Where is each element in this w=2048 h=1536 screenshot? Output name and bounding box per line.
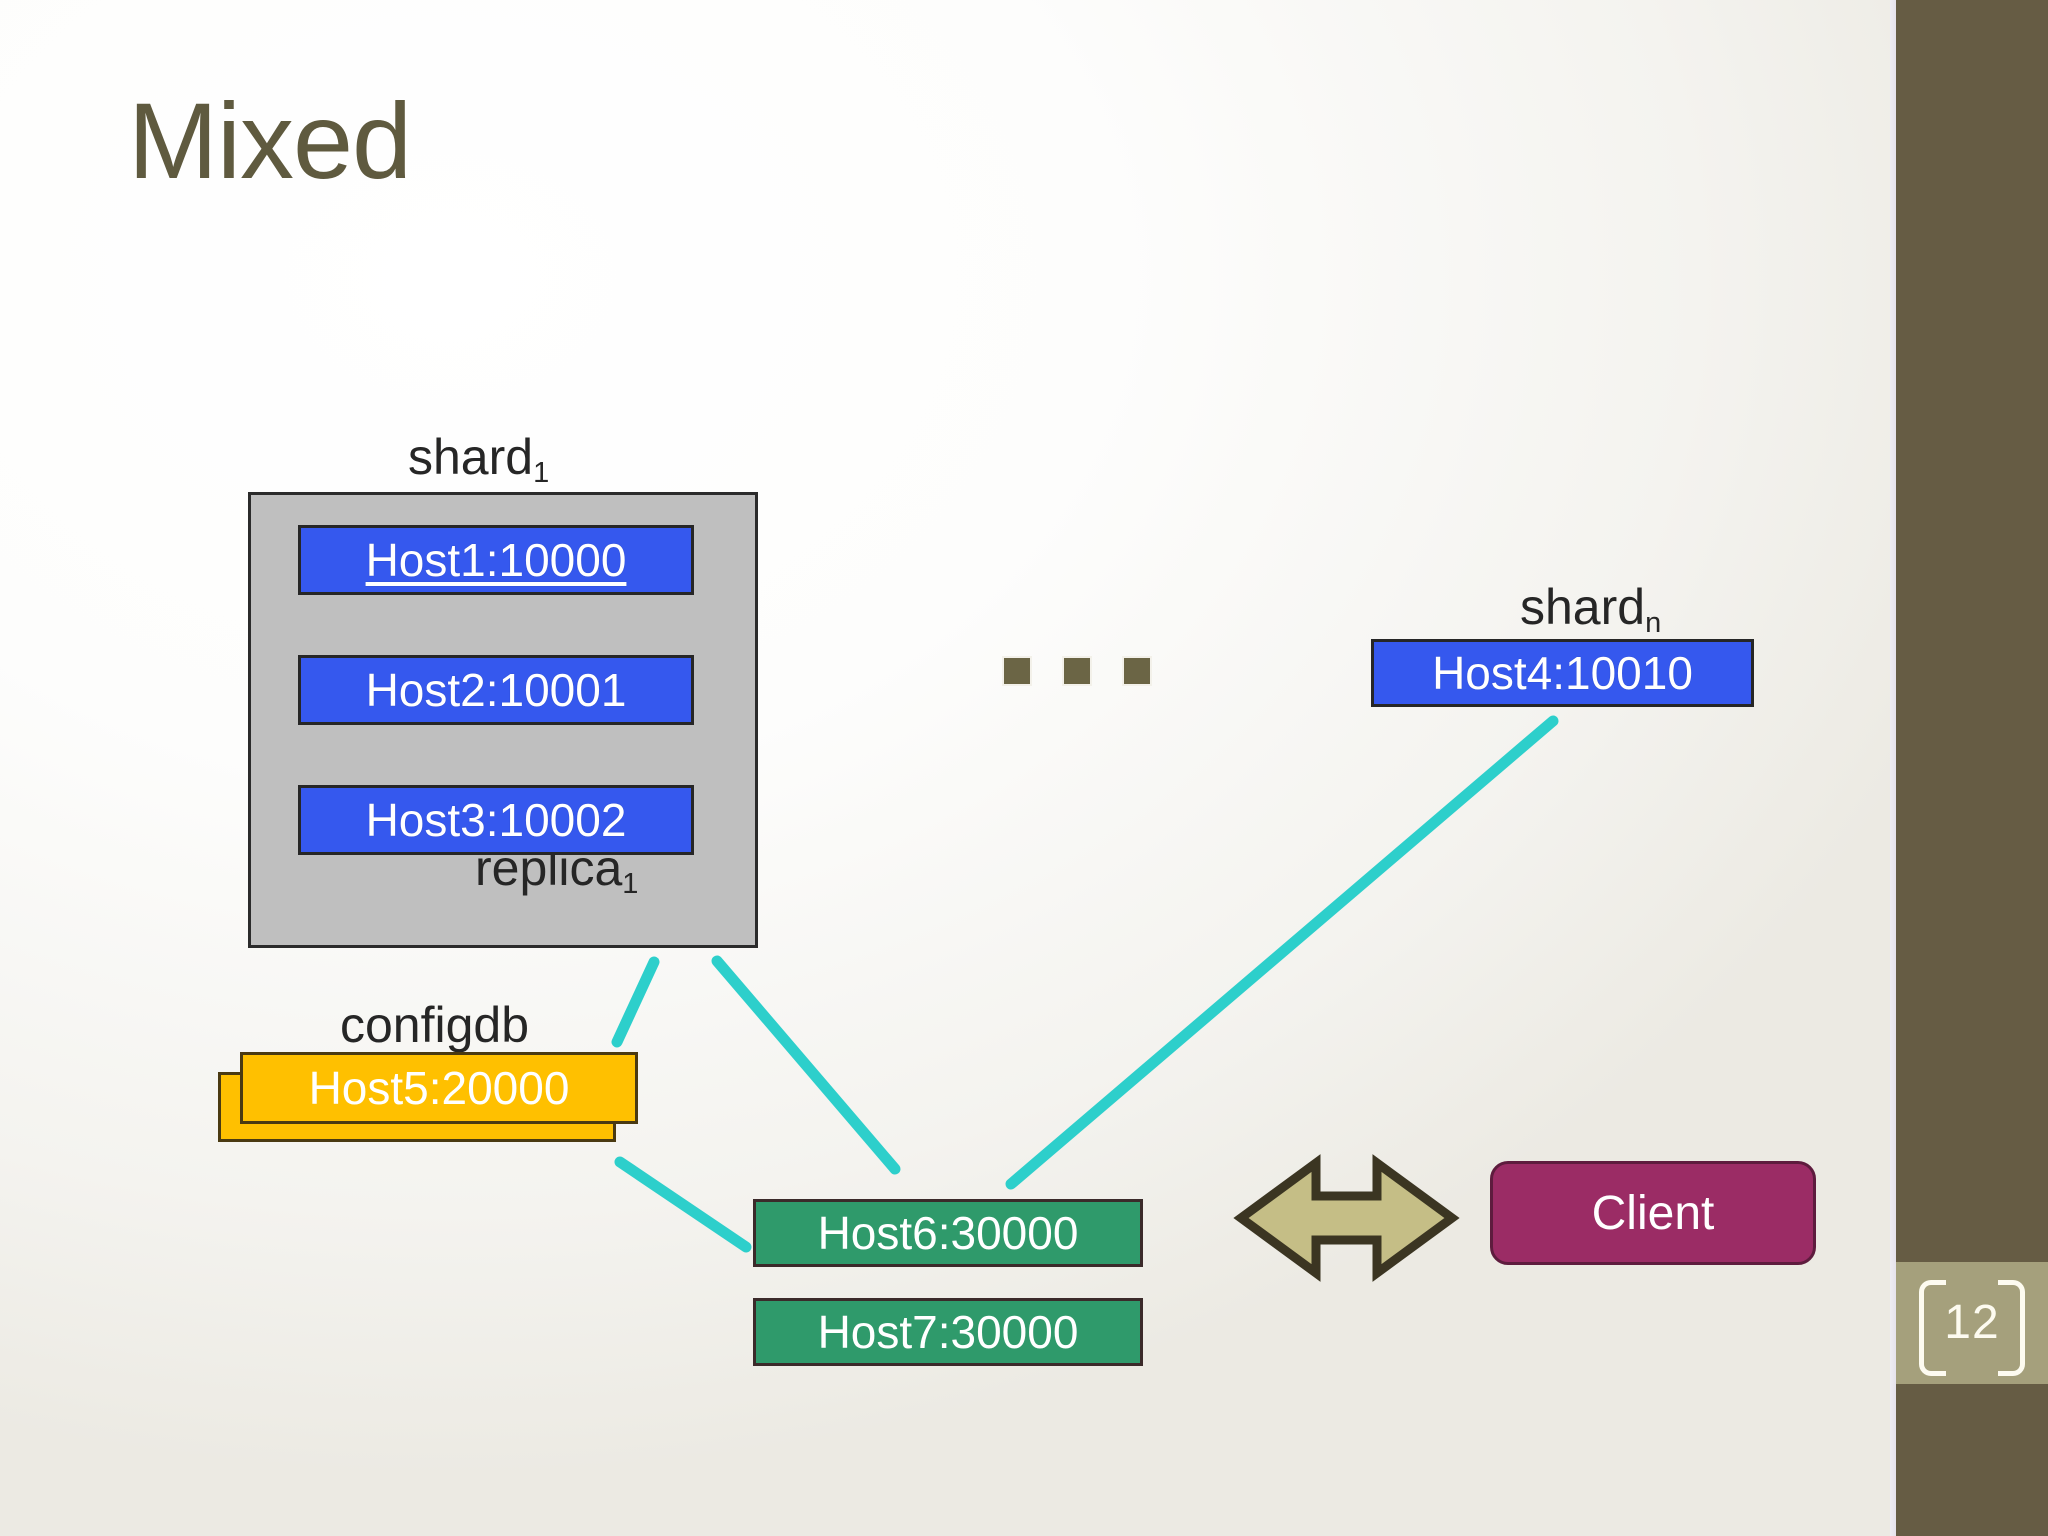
configdb-label-text: configdb <box>340 997 530 1053</box>
double-arrow-shape <box>1243 1165 1318 1218</box>
node-host2-label: Host2:10001 <box>365 664 627 716</box>
link-shard1-to-host6 <box>711 955 901 1175</box>
node-host6[interactable]: Host6:30000 <box>753 1199 1143 1267</box>
node-host7-label: Host7:30000 <box>817 1306 1079 1358</box>
node-host2[interactable]: Host2:10001 <box>298 655 694 725</box>
double-arrow-icon <box>1243 1166 1322 1219</box>
page-number-text: 12 <box>1944 1296 2000 1349</box>
bidirectional-arrow-icon <box>1245 1167 1320 1272</box>
shard1-label-text: shard <box>408 429 534 485</box>
ellipsis-dot-1 <box>1004 658 1030 684</box>
shardn-label-subscript: n <box>1645 607 1662 640</box>
band-edge-highlight <box>1890 0 1896 1536</box>
node-host6-label: Host6:30000 <box>817 1207 1079 1259</box>
ellipsis-dot-3 <box>1124 658 1150 684</box>
node-host3-label: Host3:10002 <box>365 794 627 846</box>
node-host4[interactable]: Host4:10010 <box>1371 639 1754 707</box>
right-bracket-icon <box>1998 1280 2025 1376</box>
node-host5[interactable]: Host5:20000 <box>240 1052 638 1124</box>
node-client[interactable]: Client <box>1490 1161 1816 1265</box>
link-shard1-to-configdb <box>611 956 660 1048</box>
shard1-label-subscript: 1 <box>533 457 550 490</box>
node-host4-label: Host4:10010 <box>1432 647 1693 699</box>
node-client-label: Client <box>1591 1186 1715 1240</box>
link-shardn-to-host6 <box>1005 715 1559 1190</box>
ellipsis-dot-2 <box>1064 658 1090 684</box>
page-title: Mixed <box>128 80 412 201</box>
left-bracket-icon <box>1919 1280 1946 1376</box>
node-host1-label: Host1:10000 <box>365 534 627 586</box>
page-number-block: 12 <box>1896 1262 2048 1384</box>
client-link-arrow <box>1233 1154 1460 1282</box>
node-host5-label: Host5:20000 <box>308 1062 570 1114</box>
replica1-label-subscript: 1 <box>622 868 639 901</box>
configdb-label: configdb <box>340 1000 529 1050</box>
node-host1[interactable]: Host1:10000 <box>298 525 694 595</box>
shardn-label-text: shard <box>1520 579 1646 635</box>
node-host3[interactable]: Host3:10002 <box>298 785 694 855</box>
shardn-label: shardn <box>1520 579 1661 638</box>
shard1-label: shard1 <box>408 429 549 488</box>
link-configdb-to-host6 <box>614 1156 752 1253</box>
arrow-left-right-icon <box>1242 1164 1318 1218</box>
page-number-bracket-frame: 12 <box>1919 1280 2025 1376</box>
node-host7[interactable]: Host7:30000 <box>753 1298 1143 1366</box>
